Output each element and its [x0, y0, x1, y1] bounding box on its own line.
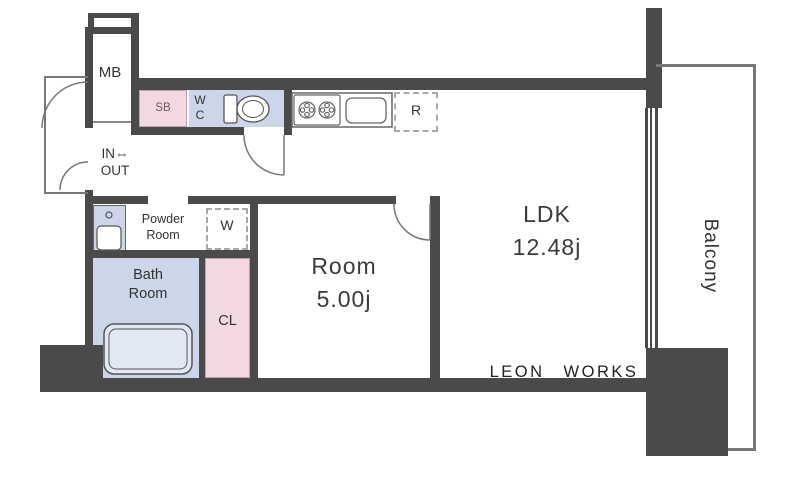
bedroom-size: 5.00j	[316, 286, 372, 313]
shoe-box-area	[139, 90, 187, 127]
wall-topbox-top	[88, 13, 137, 18]
fridge-space-box	[394, 92, 438, 132]
entry-door-arc-small	[59, 161, 89, 191]
wall-room-top	[258, 196, 396, 204]
bedroom-name: Room	[311, 253, 377, 279]
wall-room-ldk	[430, 196, 440, 390]
balcony-rail-bottom	[728, 448, 756, 451]
entry-door-arc-large	[41, 81, 89, 129]
closet-area	[205, 258, 250, 378]
wall-wc-right	[284, 90, 292, 135]
ldk-size: 12.48j	[512, 234, 582, 261]
stove-burner-icon	[298, 101, 336, 119]
fridge-label: R	[410, 102, 422, 118]
washer-label: W	[220, 217, 234, 233]
wall-column-right	[250, 196, 258, 390]
wc-door-arc	[243, 134, 285, 176]
wall-powder-top-left	[85, 196, 148, 204]
bath-label-line1: Bath	[133, 267, 163, 283]
entrance-label-line1: IN⇔	[101, 146, 129, 161]
bath-label-line2: Room	[128, 285, 168, 302]
wall-top	[139, 78, 662, 90]
entry-alcove-bottom-line	[44, 192, 88, 194]
mb-label: MB	[98, 64, 122, 81]
window-line-mid	[650, 108, 652, 348]
wall-mb-top	[85, 27, 131, 34]
toilet-icon	[223, 94, 270, 124]
closet-label: CL	[218, 313, 237, 329]
balcony-label: Balcony	[699, 218, 721, 294]
entrance-label-line2: OUT	[100, 162, 130, 178]
window-line-right	[655, 108, 658, 348]
powder-label-line2: Room	[146, 227, 180, 242]
entrance-label: IN⇔OUT	[88, 146, 142, 180]
wall-under-sb-wc	[139, 127, 244, 135]
entry-alcove-left-line	[44, 76, 46, 194]
wall-left-lower	[85, 190, 93, 350]
wall-bath-closet-divider	[199, 258, 205, 378]
bedroom-label: Room 5.00j	[264, 250, 424, 317]
wall-powder-top-right	[188, 196, 258, 204]
brand-text: LEON WORKS	[489, 363, 639, 381]
wall-bottom-right-block	[646, 348, 728, 456]
bathtub-icon	[103, 323, 193, 375]
window-line-left	[645, 108, 648, 348]
wall-top-right-block	[646, 8, 662, 108]
wall-mb-right	[131, 13, 139, 135]
room-door-arc	[393, 203, 431, 241]
wall-bottom	[100, 378, 660, 392]
balcony-rail-top	[656, 64, 756, 67]
wall-powder-bath-divider	[85, 250, 258, 258]
powder-label-line1: Powder	[141, 212, 185, 226]
ldk-label: LDK 12.48j	[458, 198, 636, 265]
wc-label-line2: C	[195, 108, 205, 122]
sink-icon	[345, 97, 387, 124]
balcony-rail-right	[753, 64, 756, 451]
entry-alcove-top-line	[44, 76, 88, 78]
wall-topbox-left	[88, 13, 94, 29]
wall-mb-left	[85, 27, 93, 128]
wc-label-line1: W	[194, 93, 206, 107]
sb-label: SB	[155, 102, 171, 114]
washbasin-icon	[96, 211, 122, 251]
washer-space-box	[206, 208, 248, 250]
ldk-name: LDK	[523, 201, 571, 227]
wall-bottom-left-block	[40, 345, 103, 392]
mb-door-line	[93, 121, 131, 123]
